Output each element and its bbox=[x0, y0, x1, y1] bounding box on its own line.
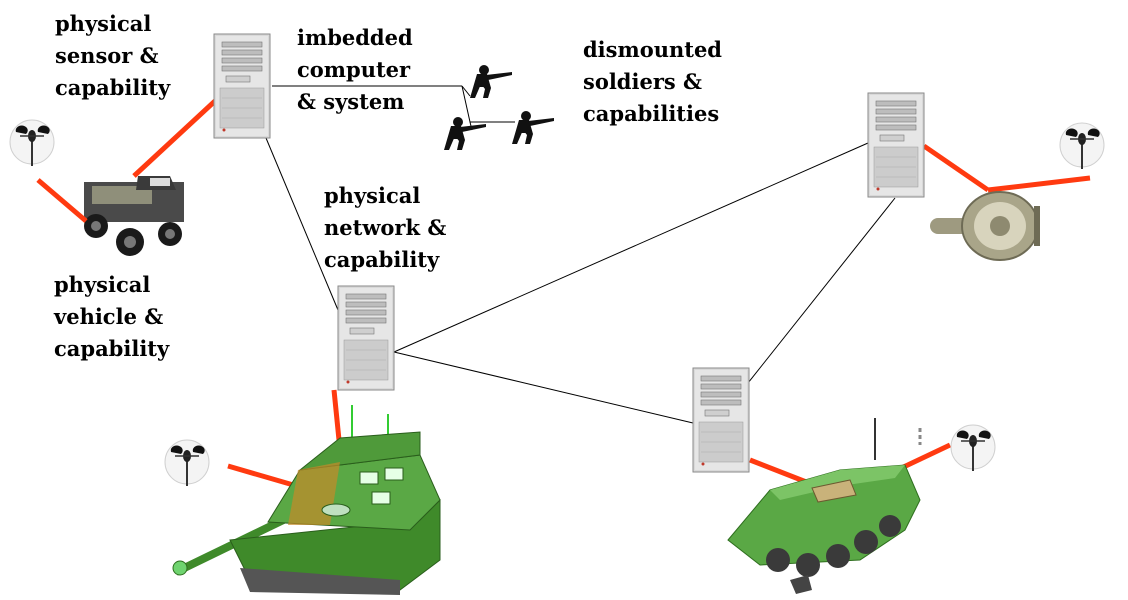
sensor-links bbox=[36, 99, 1091, 503]
rotor-sensor-icon bbox=[930, 191, 1040, 261]
link-soldiers-branch-2 bbox=[461, 85, 471, 97]
label-dismounted-soldiers: dismounted soldiers & capabilities bbox=[583, 37, 722, 126]
computer-icon-right bbox=[867, 92, 925, 198]
link-network-to-apc-computer bbox=[393, 351, 694, 424]
anemometer-icon-apc bbox=[950, 424, 996, 472]
anemometer-icon-tank bbox=[164, 439, 210, 487]
anemometer-icon-right bbox=[1059, 122, 1105, 170]
anemometer-icon-left bbox=[9, 119, 55, 167]
label-vehicle-capability: physical vehicle & capability bbox=[54, 272, 170, 361]
tank-icon bbox=[172, 405, 441, 595]
sensor-link-right-anemometer-2 bbox=[987, 175, 1091, 193]
apc-icon bbox=[727, 418, 922, 594]
sensor-link-atv-computer bbox=[132, 99, 217, 178]
link-right-computer-to-apc-computer bbox=[747, 197, 896, 384]
link-network-to-right-computer bbox=[393, 142, 869, 353]
computer-icon-apc bbox=[692, 367, 750, 473]
soldier-icon-1 bbox=[470, 65, 512, 98]
label-imbedded-computer: imbedded computer & system bbox=[297, 25, 413, 114]
computer-icon-network bbox=[337, 285, 395, 391]
label-sensor-capability: physical sensor & capability bbox=[55, 11, 171, 100]
link-computer-to-network bbox=[265, 137, 339, 311]
soldier-icon-3 bbox=[512, 111, 554, 144]
label-network-capability: physical network & capability bbox=[324, 183, 447, 272]
atv-vehicle-icon bbox=[84, 176, 184, 256]
network-links bbox=[265, 85, 896, 424]
sensor-link-anemometer-atv bbox=[36, 178, 88, 223]
sensor-link-right-anemometer bbox=[922, 143, 990, 193]
computer-icon-top bbox=[213, 33, 271, 139]
